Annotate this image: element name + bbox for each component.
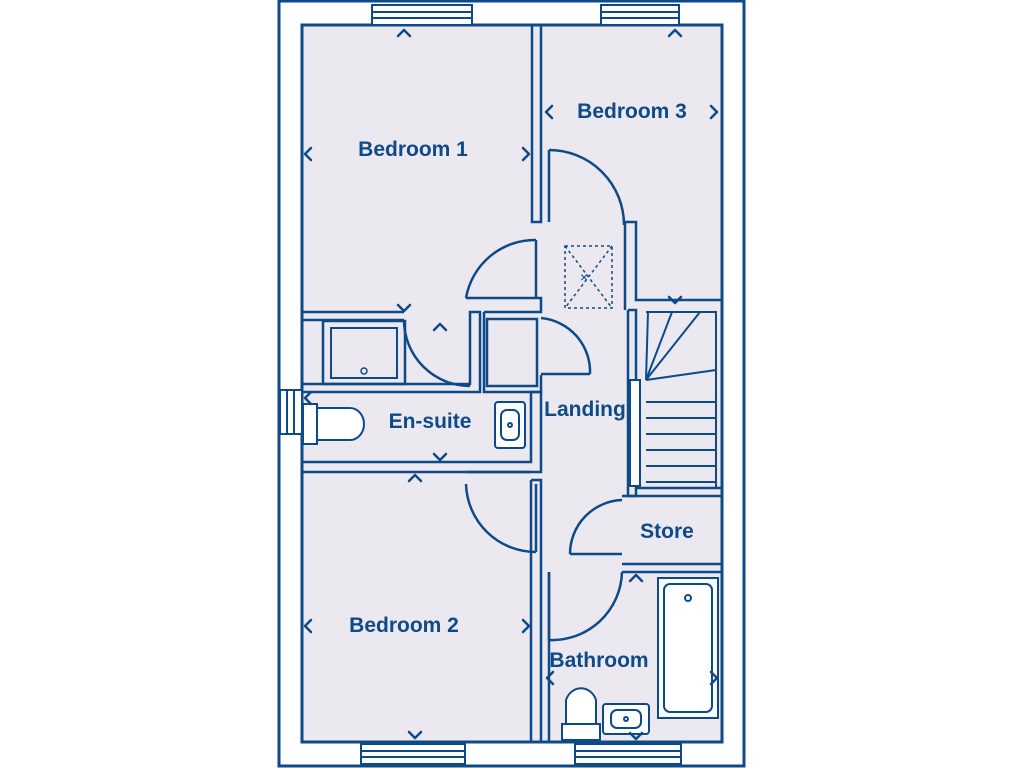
room-label-landing: Landing [544,398,626,421]
door-swing-icon [464,238,538,299]
staircase-icon [629,311,717,488]
door-swing-icon [547,148,626,226]
dimension-marker-icon [303,28,719,741]
door-swing-icon [547,571,624,642]
window-icon [600,4,680,26]
window-icon [371,4,473,26]
room-label-bedroom-1: Bedroom 1 [358,138,468,161]
bath-icon [657,577,719,719]
svg-text:×: × [580,269,588,285]
basin-icon [602,703,650,735]
door-swing-icon [568,498,623,556]
shower-tray-icon [330,327,398,379]
door-swing-icon [540,316,592,376]
room-label-en-suite: En-suite [389,410,472,433]
window-icon [360,743,466,765]
door-swing-icon [402,319,471,388]
toilet-icon [302,403,365,445]
room-label-bedroom-2: Bedroom 2 [349,614,459,637]
basin-icon [494,401,526,449]
room-label-bedroom-3: Bedroom 3 [577,100,687,123]
room-label-store: Store [640,520,694,543]
window-icon [279,389,303,435]
door-swing-icon [464,483,538,554]
window-icon [574,743,682,765]
room-label-bathroom: Bathroom [549,649,648,672]
toilet-icon [561,687,601,741]
loft-hatch-icon: × [564,245,613,309]
internal-walls [302,25,722,742]
